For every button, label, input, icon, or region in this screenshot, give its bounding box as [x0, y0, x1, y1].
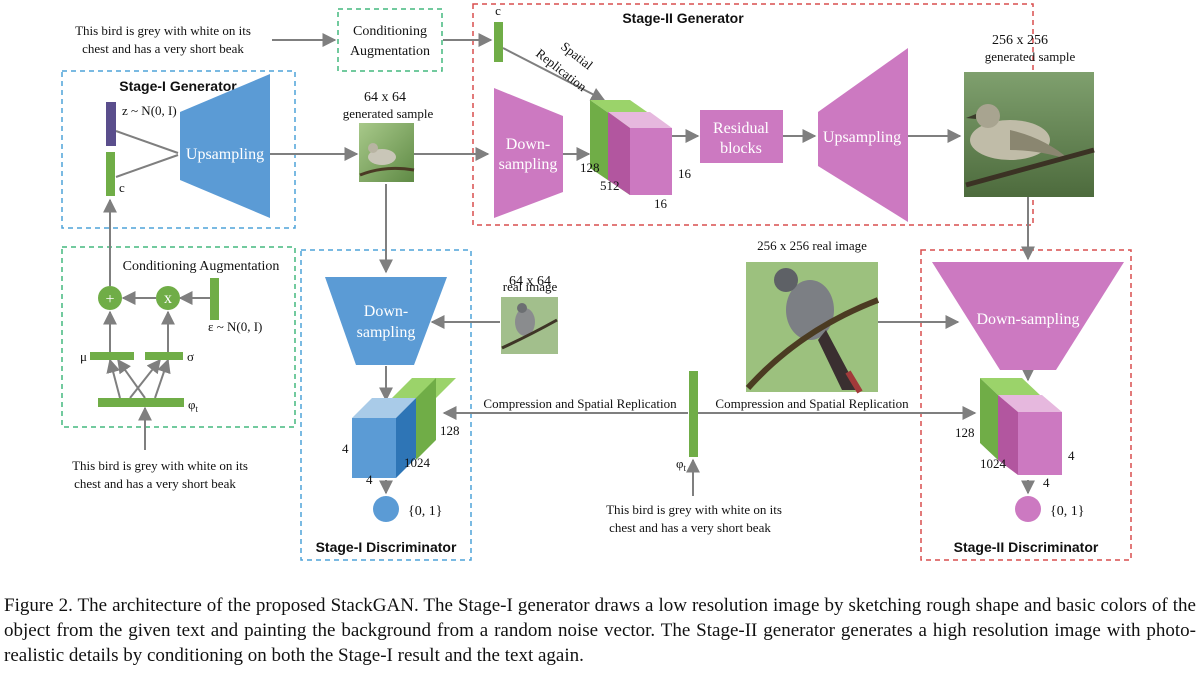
- down-d1-label-2: sampling: [357, 324, 416, 341]
- cube-d1-4b: 4: [366, 472, 373, 487]
- cube-d2-4b: 4: [1043, 475, 1050, 490]
- cube-d1-1024: 1024: [404, 455, 431, 470]
- phi-left-label: φt: [188, 397, 199, 414]
- upsampling-block-g2: [818, 48, 908, 222]
- generated-256-image: [964, 72, 1095, 197]
- ca-top-label-line1: Conditioning: [353, 24, 427, 39]
- downsampling-block-d1: [325, 277, 447, 365]
- text-description-top-line2: chest and has a very short beak: [82, 41, 244, 56]
- phi-mid-label: φt: [676, 456, 687, 473]
- down-g2-label-1: Down-: [506, 136, 550, 153]
- sigma-vector: [145, 352, 183, 360]
- cube-d2: [980, 378, 1062, 475]
- real64-label-2: real image: [503, 279, 558, 294]
- cube-d2-1024: 1024: [980, 456, 1007, 471]
- epsilon-label: ε ~ N(0, I): [208, 319, 262, 334]
- residual-blocks: [700, 110, 783, 163]
- stage1-generator-box: [61, 70, 296, 229]
- stage2-discriminator-title: Stage-II Discriminator: [954, 539, 1099, 555]
- downsampling-block-d2: [932, 262, 1124, 370]
- text-description-left-line1: This bird is grey with white on its: [72, 458, 248, 473]
- real-64-image: [501, 297, 558, 354]
- cube-g2-16b: 16: [654, 196, 668, 211]
- cube-g2-512: 512: [600, 178, 620, 193]
- c-label: c: [119, 180, 125, 195]
- phi-vector-left: [98, 398, 184, 407]
- output-node-d2: [1015, 496, 1041, 522]
- sample64-label-2: generated sample: [343, 106, 434, 121]
- upsampling-g1-label: Upsampling: [186, 146, 264, 163]
- real256-label: 256 x 256 real image: [757, 238, 867, 253]
- stage2-discriminator-box: [920, 249, 1132, 561]
- c-top-label: c: [495, 3, 501, 18]
- multiply-node: [156, 286, 180, 310]
- upsampling-block-g1: [180, 74, 270, 218]
- sample256-label-2: generated sample: [985, 49, 1076, 64]
- figure-caption: Figure 2. The architecture of the propos…: [4, 595, 1196, 666]
- z-vector: [106, 102, 116, 146]
- mu-vector: [90, 352, 134, 360]
- real64-label-1: 64 x 64: [509, 274, 551, 289]
- upsampling-g2-label: Upsampling: [823, 129, 901, 146]
- cube-g2-16a: 16: [678, 166, 692, 181]
- diagram-canvas: This bird is grey with white on its ches…: [61, 3, 1132, 561]
- ca-left-title: Conditioning Augmentation: [123, 259, 280, 274]
- ca-top-label-line2: Augmentation: [350, 44, 430, 59]
- stage1-generator-title: Stage-I Generator: [119, 78, 237, 94]
- c-vector-top: [494, 22, 503, 62]
- down-g2-label-2: sampling: [499, 156, 558, 173]
- output-d1-label: {0, 1}: [408, 504, 442, 519]
- z-label: z ~ N(0, I): [122, 103, 177, 118]
- plus-node: [98, 286, 122, 310]
- c-vector-stage1: [106, 152, 115, 196]
- compression-label-left: Compression and Spatial Replication: [483, 396, 677, 411]
- multiply-symbol: x: [164, 290, 172, 307]
- residual-label-2: blocks: [720, 140, 762, 157]
- down-d2-label: Down-sampling: [976, 311, 1079, 328]
- real-256-image: [745, 262, 880, 394]
- cube-d1-4a: 4: [342, 441, 349, 456]
- cube-d1-128: 128: [440, 423, 460, 438]
- sample256-label-1: 256 x 256: [992, 33, 1048, 48]
- compression-label-right: Compression and Spatial Replication: [715, 396, 909, 411]
- text-description-mid-line2: chest and has a very short beak: [609, 520, 771, 535]
- cube-d2-4a: 4: [1068, 448, 1075, 463]
- stage2-generator-title: Stage-II Generator: [622, 10, 744, 26]
- sample64-label-1: 64 x 64: [364, 90, 406, 105]
- cube-g2-128: 128: [580, 160, 600, 175]
- ca-top-box: [337, 8, 443, 72]
- text-description-mid-line1: This bird is grey with white on its: [606, 502, 782, 517]
- text-description-top-line1: This bird is grey with white on its: [75, 23, 251, 38]
- down-d1-label-1: Down-: [364, 303, 408, 320]
- cube-d2-128: 128: [955, 425, 975, 440]
- epsilon-vector: [210, 278, 219, 320]
- output-d2-label: {0, 1}: [1050, 504, 1084, 519]
- output-node-d1: [373, 496, 399, 522]
- stage1-discriminator-title: Stage-I Discriminator: [316, 539, 457, 555]
- downsampling-block-g2: [494, 88, 563, 218]
- text-description-left-line2: chest and has a very short beak: [74, 476, 236, 491]
- generated-64-image: [359, 123, 415, 182]
- concat-cube-g2: [590, 100, 672, 195]
- cube-d1: [352, 378, 456, 478]
- arrows: [103, 33, 1035, 496]
- plus-symbol: +: [105, 291, 114, 308]
- sigma-label: σ: [187, 349, 194, 364]
- residual-label-1: Residual: [713, 120, 770, 137]
- phi-vector-mid: [689, 371, 698, 457]
- mu-label: μ: [80, 349, 87, 364]
